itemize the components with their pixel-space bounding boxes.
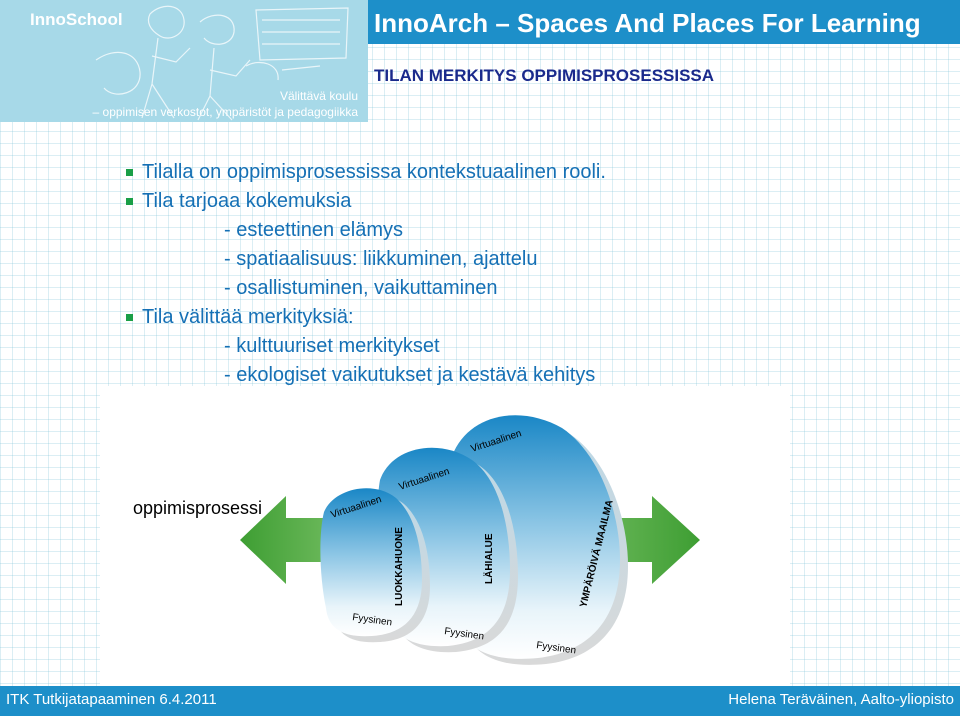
sub-item: - ekologiset vaikutukset ja kestävä kehi… xyxy=(224,364,596,386)
sub-item: - kulttuuriset merkitykset xyxy=(224,335,440,357)
logo-panel: InnoSchool Välittävä koulu – oppimisen v… xyxy=(0,0,368,122)
logo-name: InnoSchool xyxy=(30,10,123,29)
bullet-square-icon xyxy=(126,169,133,176)
sub-item: - osallistuminen, vaikuttaminen xyxy=(224,277,498,299)
blob-1-middle-label: LUOKKAHUONE xyxy=(394,527,405,606)
bullet-text: Tila välittää merkityksiä: xyxy=(142,306,354,328)
footer-bar xyxy=(0,686,960,716)
bullet-text: Tilalla on oppimisprosessissa kontekstua… xyxy=(142,161,606,183)
learning-spaces-diagram: Virtuaalinen LUOKKAHUONE Fyysinen Virtua… xyxy=(240,415,700,665)
bullet-square-icon xyxy=(126,314,133,321)
main-title: InnoArch – Spaces And Places For Learnin… xyxy=(374,8,921,38)
title-bar: InnoArch – Spaces And Places For Learnin… xyxy=(368,0,960,44)
footer-author: Helena Teräväinen, Aalto-yliopisto xyxy=(728,691,954,708)
blob-classroom xyxy=(320,488,430,643)
bullet-text: Tila tarjoaa kokemuksia xyxy=(142,190,352,212)
logo-tagline: – oppimisen verkostot, ympäristöt ja ped… xyxy=(92,105,358,119)
bullet-item: Tila välittää merkityksiä: xyxy=(126,303,956,332)
slide-subtitle: TILAN MERKITYS OPPIMISPROSESSISSA xyxy=(374,66,715,85)
blob-2-middle-label: LÄHIALUE xyxy=(482,533,495,584)
sub-item: - esteettinen elämys xyxy=(224,219,403,241)
bullet-item: Tila tarjoaa kokemuksia xyxy=(126,187,956,216)
footer-event: ITK Tutkijatapaaminen 6.4.2011 xyxy=(6,691,217,708)
bullet-square-icon xyxy=(126,198,133,205)
bullet-list: Tilalla on oppimisprosessissa kontekstua… xyxy=(126,158,956,419)
logo-subtitle: Välittävä koulu xyxy=(279,89,358,103)
process-label: oppimisprosessi xyxy=(133,498,263,518)
sub-item: - spatiaalisuus: liikkuminen, ajattelu xyxy=(224,248,538,270)
sketch-illustration-icon xyxy=(95,5,349,121)
bullet-item: Tilalla on oppimisprosessissa kontekstua… xyxy=(126,158,956,187)
